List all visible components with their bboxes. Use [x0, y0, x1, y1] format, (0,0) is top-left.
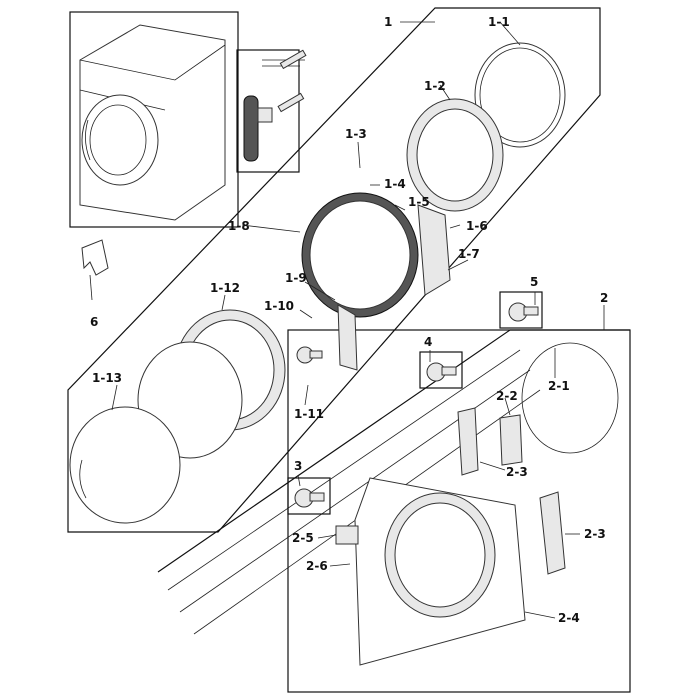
label-2-1: 2-1: [548, 379, 570, 393]
label-2-4: 2-4: [558, 611, 580, 625]
label-1-1: 1-1: [488, 15, 510, 29]
screw-icon: [279, 49, 307, 70]
part-1-1-ring: [474, 42, 566, 148]
label-1-3: 1-3: [345, 127, 367, 141]
label-5: 5: [530, 275, 538, 289]
label-1-2: 1-2: [424, 79, 446, 93]
label-6: 6: [90, 315, 98, 329]
label-1-10: 1-10: [264, 299, 294, 313]
leader-lines: [111, 21, 605, 619]
label-3: 3: [294, 459, 302, 473]
label-1-4: 1-4: [384, 177, 406, 191]
label-1-12: 1-12: [210, 281, 240, 295]
label-1-5: 1-5: [408, 195, 430, 209]
part-1-9-latch: [337, 304, 358, 371]
label-2-3-b: 2-3: [584, 527, 606, 541]
part-1-8-frame: [301, 192, 419, 318]
screw-icon: [277, 92, 305, 113]
label-2-2: 2-2: [496, 389, 518, 403]
screw-icon: [419, 351, 463, 389]
label-1-13: 1-13: [92, 371, 122, 385]
screw-icon: [287, 477, 331, 515]
label-1-7: 1-7: [458, 247, 480, 261]
part-2-5-block: [335, 525, 359, 545]
label-1: 1: [384, 15, 392, 29]
label-4: 4: [424, 335, 432, 349]
label-2-6: 2-6: [306, 559, 328, 573]
part-1-13-door: [69, 341, 243, 524]
part-2-3-bracket-right: [539, 491, 566, 575]
label-2: 2: [600, 291, 608, 305]
part-1-2-glass: [406, 98, 504, 212]
screw-icon: [296, 346, 323, 364]
label-1-9: 1-9: [285, 271, 307, 285]
clip-icon: [81, 239, 109, 301]
part-1-6-bracket: [417, 204, 451, 296]
washer-inset: [69, 11, 239, 228]
part-2-4-panel: [354, 477, 526, 666]
screw-icon: [499, 291, 543, 329]
hinge-icon: [243, 95, 273, 162]
part-labels: 1 1-1 1-2 1-3 1-4 1-5 1-6 1-7 1-8 1-9 1-…: [90, 15, 608, 625]
label-1-8: 1-8: [228, 219, 250, 233]
label-2-3-a: 2-3: [506, 465, 528, 479]
hinge-inset: [236, 49, 307, 173]
label-1-11: 1-11: [294, 407, 324, 421]
label-1-6: 1-6: [466, 219, 488, 233]
part-2-1-ring: [521, 342, 619, 454]
assembly-1-panel: [67, 7, 601, 533]
label-2-5: 2-5: [292, 531, 314, 545]
part-2-3-bracket-left: [457, 407, 479, 476]
part-2-2-switch: [499, 414, 523, 466]
